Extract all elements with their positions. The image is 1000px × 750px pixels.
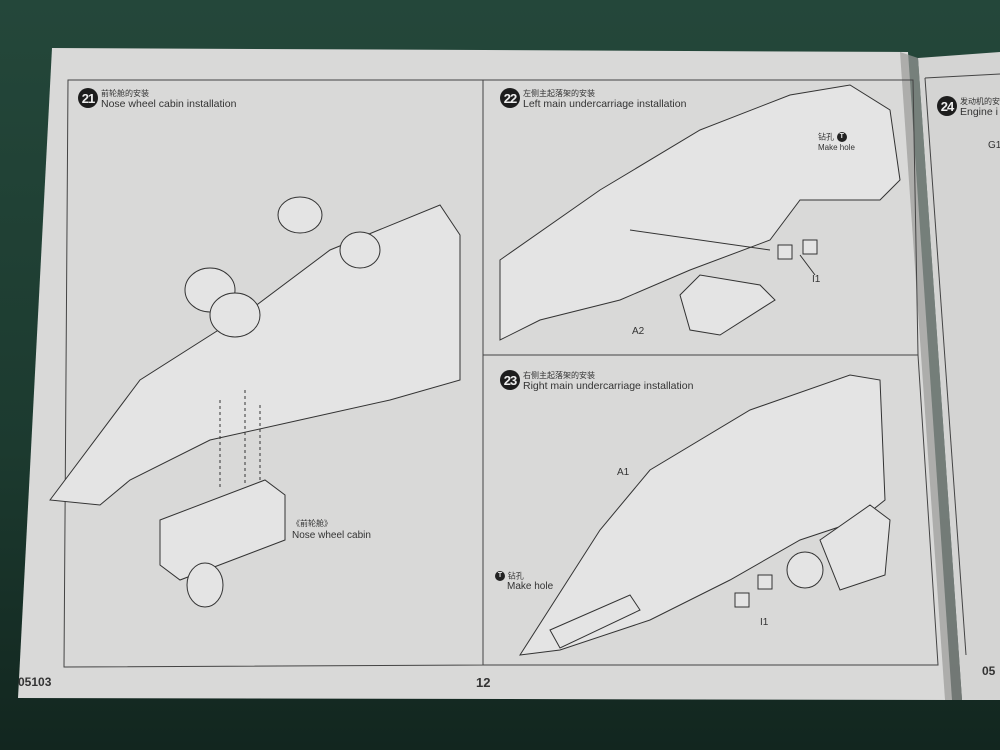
step-24-header: 24 发动机的安 Engine i <box>937 96 1000 118</box>
step-22-header: 22 左侧主起落架的安装 Left main undercarriage ins… <box>500 88 686 110</box>
left-fuselage-drawing <box>499 84 901 341</box>
page-number: 12 <box>476 675 491 690</box>
step-title-en: Engine i <box>960 106 998 118</box>
step-number: 21 <box>78 88 98 108</box>
hole-cn: 钻孔 <box>507 571 524 581</box>
part-label: I1 <box>812 274 821 285</box>
next-page-sheet <box>918 52 1000 700</box>
nose-wheel-cabin-callout: 《前轮舱》 Nose wheel cabin <box>292 518 371 542</box>
step-title-cn: 前轮舱的安装 <box>101 89 149 98</box>
panel-step-23 <box>482 354 939 666</box>
step-23-header: 23 右侧主起落架的安装 Right main undercarriage in… <box>500 370 693 392</box>
part-label: A1 <box>617 467 630 478</box>
step-title-cn: 右侧主起落架的安装 <box>523 371 595 380</box>
step-number: 23 <box>500 370 520 390</box>
step-21-header: 21 前轮舱的安装 Nose wheel cabin installation <box>78 88 236 110</box>
step-number: 22 <box>500 88 520 108</box>
nose-cabin-drawing <box>49 196 461 608</box>
hole-en: Make hole <box>818 142 855 152</box>
callout-cn: 《前轮舱》 <box>292 519 332 528</box>
next-page-code: 05 <box>982 664 996 678</box>
make-hole-note: T 钻孔 Make hole <box>495 571 553 592</box>
drill-icon: T <box>836 132 847 142</box>
product-code: 05103 <box>18 675 52 689</box>
step-title-cn: 左侧主起落架的安装 <box>523 89 595 98</box>
hole-cn: 钻孔 <box>818 132 834 142</box>
step-title-en: Nose wheel cabin installation <box>101 98 237 110</box>
step-number: 24 <box>937 96 957 116</box>
part-label: A2 <box>632 326 645 337</box>
step-title-cn: 发动机的安 <box>960 97 1000 106</box>
part-label: G1 <box>988 140 1000 151</box>
hole-en: Make hole <box>507 580 554 592</box>
part-label: I1 <box>760 617 769 628</box>
make-hole-note: 钻孔 T Make hole <box>818 132 855 153</box>
drill-icon: T <box>495 571 505 581</box>
step-title-en: Right main undercarriage installation <box>523 380 694 392</box>
step-title-en: Left main undercarriage installation <box>523 98 687 110</box>
right-fuselage-drawing <box>519 374 891 656</box>
panel-step-24 <box>924 73 1000 79</box>
callout-en: Nose wheel cabin <box>292 530 371 541</box>
